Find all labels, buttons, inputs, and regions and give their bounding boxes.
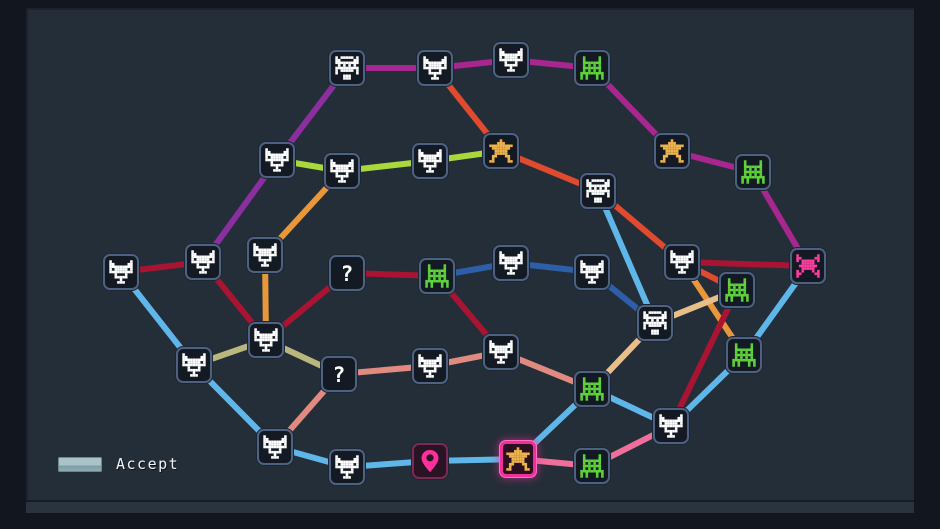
monster-icon — [670, 250, 694, 274]
shop-icon — [725, 278, 749, 302]
monster-icon — [489, 340, 513, 364]
map-node-monster[interactable] — [247, 237, 283, 273]
treasure-icon — [506, 447, 530, 471]
map-node-treasure[interactable] — [483, 133, 519, 169]
map-node-monster[interactable] — [412, 143, 448, 179]
map-edge — [595, 189, 658, 325]
shop-icon — [580, 454, 604, 478]
monster-icon — [191, 250, 215, 274]
treasure-icon — [489, 139, 513, 163]
boss-icon — [796, 254, 820, 278]
elite-monster-icon — [586, 179, 610, 203]
map-node-elite-monster[interactable] — [329, 50, 365, 86]
bottom-status-bar — [26, 500, 914, 513]
map-node-monster[interactable] — [259, 142, 295, 178]
monster-icon — [109, 260, 133, 284]
map-node-monster[interactable] — [417, 50, 453, 86]
map-node-boss[interactable] — [790, 248, 826, 284]
map-node-unknown[interactable]: ? — [329, 255, 365, 291]
monster-icon — [330, 159, 354, 183]
map-node-monster[interactable] — [103, 254, 139, 290]
player-pin-icon — [421, 450, 439, 472]
svg-text:?: ? — [333, 363, 346, 387]
monster-icon — [254, 328, 278, 352]
monster-icon — [335, 455, 359, 479]
map-node-elite-monster[interactable] — [580, 173, 616, 209]
map-node-shop[interactable] — [735, 154, 771, 190]
map-node-monster[interactable] — [185, 244, 221, 280]
map-node-shop[interactable] — [719, 272, 755, 308]
map-node-treasure[interactable] — [500, 441, 536, 477]
map-node-shop[interactable] — [574, 448, 610, 484]
shop-icon — [580, 56, 604, 80]
elite-monster-icon — [643, 311, 667, 335]
shop-icon — [732, 343, 756, 367]
shop-icon — [425, 264, 449, 288]
map-edge — [681, 259, 809, 269]
monster-icon — [263, 435, 287, 459]
svg-text:?: ? — [341, 262, 354, 286]
map-node-treasure[interactable] — [654, 133, 690, 169]
monster-icon — [418, 149, 442, 173]
map-node-monster[interactable] — [412, 348, 448, 384]
accept-label: Accept — [116, 455, 180, 473]
map-node-monster[interactable] — [653, 408, 689, 444]
map-edge — [668, 288, 740, 428]
map-panel — [26, 8, 914, 500]
shop-icon — [580, 377, 604, 401]
map-node-shop[interactable] — [419, 258, 455, 294]
monster-icon — [580, 260, 604, 284]
map-node-player-pin[interactable] — [412, 443, 448, 479]
map-node-monster[interactable] — [257, 429, 293, 465]
monster-icon — [423, 56, 447, 80]
map-node-monster[interactable] — [664, 244, 700, 280]
monster-icon — [418, 354, 442, 378]
legend: Accept — [58, 455, 179, 473]
treasure-icon — [660, 139, 684, 163]
map-node-monster[interactable] — [493, 245, 529, 281]
map-node-monster[interactable] — [574, 254, 610, 290]
elite-monster-icon — [335, 56, 359, 80]
monster-icon — [253, 243, 277, 267]
map-node-elite-monster[interactable] — [637, 305, 673, 341]
shop-icon — [741, 160, 765, 184]
unknown-icon: ? — [333, 363, 346, 387]
monster-icon — [659, 414, 683, 438]
map-node-monster[interactable] — [176, 347, 212, 383]
monster-icon — [265, 148, 289, 172]
map-node-unknown[interactable]: ? — [321, 356, 357, 392]
map-node-shop[interactable] — [726, 337, 762, 373]
map-node-shop[interactable] — [574, 50, 610, 86]
map-node-monster[interactable] — [493, 42, 529, 78]
monster-icon — [182, 353, 206, 377]
map-node-shop[interactable] — [574, 371, 610, 407]
monster-icon — [499, 48, 523, 72]
map-node-monster[interactable] — [248, 322, 284, 358]
unknown-icon: ? — [341, 262, 354, 286]
map-node-monster[interactable] — [329, 449, 365, 485]
map-node-monster[interactable] — [483, 334, 519, 370]
accept-swatch — [58, 456, 102, 472]
monster-icon — [499, 251, 523, 275]
map-node-monster[interactable] — [324, 153, 360, 189]
